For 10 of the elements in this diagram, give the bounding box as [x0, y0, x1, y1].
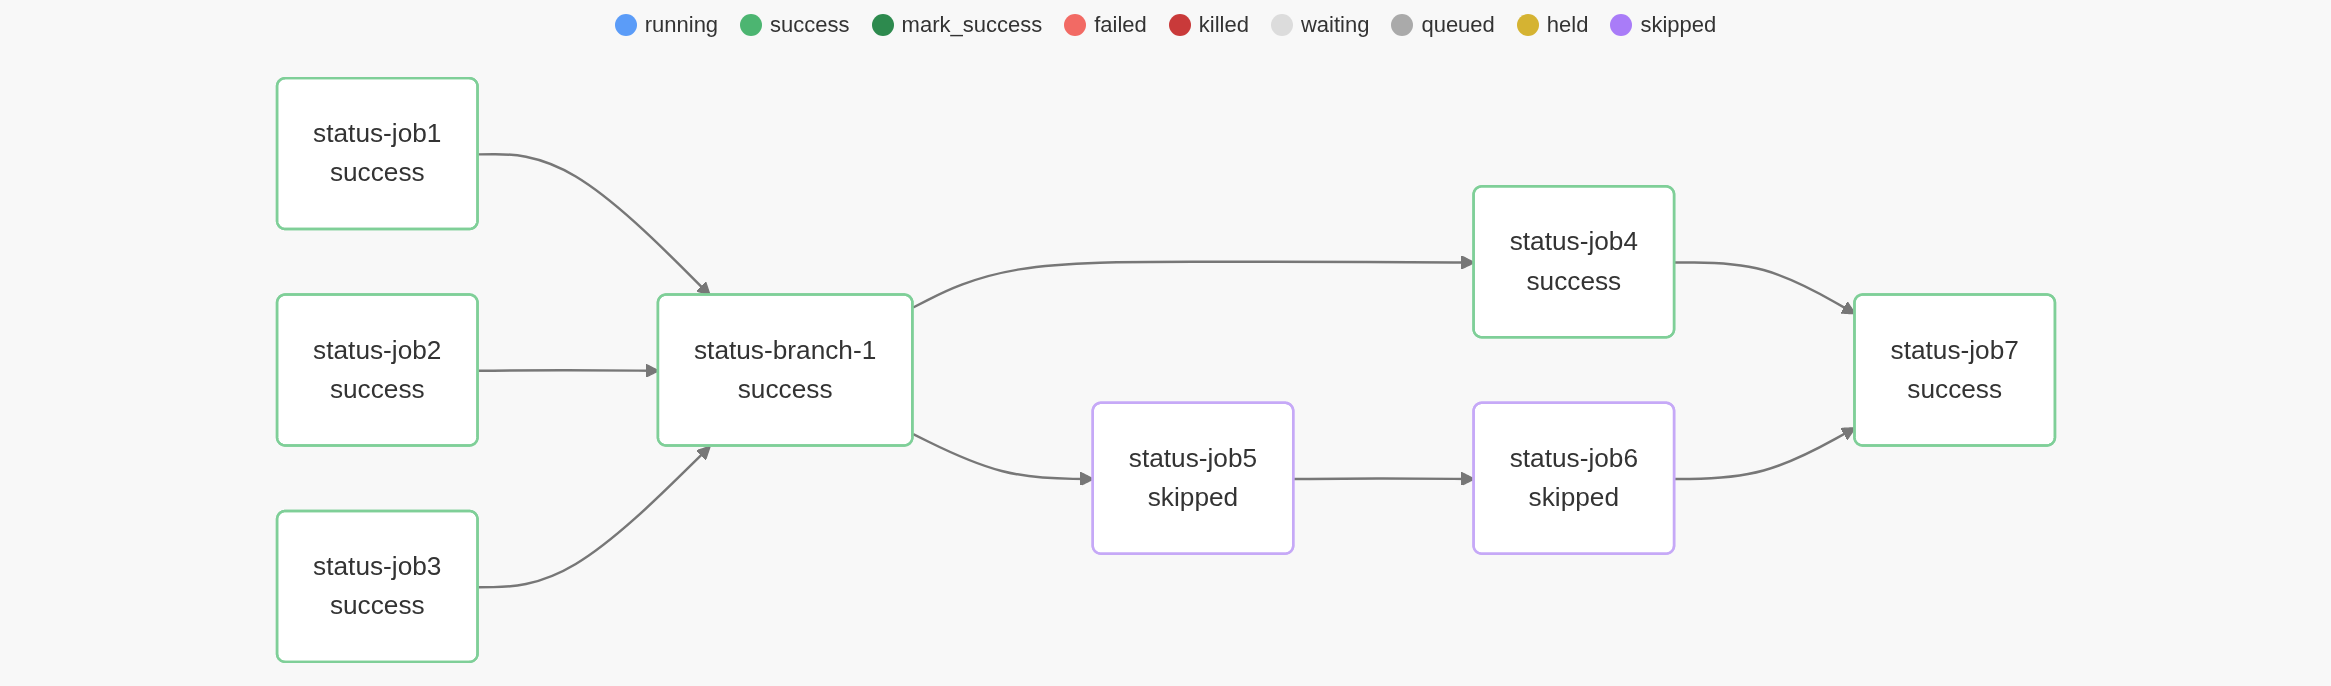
legend-label: killed — [1198, 12, 1249, 38]
legend-label: held — [1546, 12, 1589, 38]
legend-label: success — [770, 12, 850, 38]
legend-label: queued — [1421, 12, 1495, 38]
legend-label: skipped — [1640, 12, 1717, 38]
legend-label: running — [644, 12, 719, 38]
legend-label: mark_success — [901, 12, 1043, 38]
legend-label: failed — [1094, 12, 1147, 38]
legend-label: waiting — [1300, 12, 1370, 38]
arrow — [477, 445, 711, 589]
